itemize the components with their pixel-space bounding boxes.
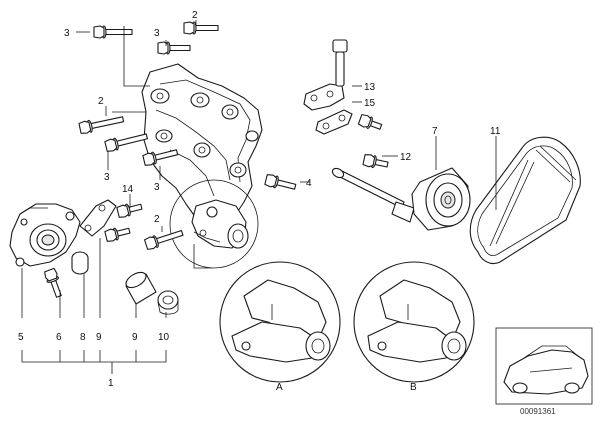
label-2-top: 2 xyxy=(192,10,198,21)
label-1: 1 xyxy=(108,378,114,389)
bolt-bushing xyxy=(104,227,131,242)
bolt-small xyxy=(116,203,143,218)
bolt-group xyxy=(44,21,389,298)
label-12: 12 xyxy=(400,152,412,163)
detail-b xyxy=(353,261,475,383)
bolt-small-right xyxy=(357,114,383,130)
label-4: 4 xyxy=(306,178,312,189)
pulley-bracket-small xyxy=(303,39,348,111)
label-5: 5 xyxy=(18,332,24,343)
document-number: 00091361 xyxy=(520,407,556,416)
bushing xyxy=(71,251,89,275)
part-labels: 3 2 3 2 3 3 14 2 4 13 15 12 7 11 5 6 8 9… xyxy=(18,10,556,416)
label-15: 15 xyxy=(364,98,376,109)
pulley-housing xyxy=(9,203,81,267)
bolt-right xyxy=(264,174,297,190)
bolt-top xyxy=(183,21,219,35)
label-2-lower: 2 xyxy=(154,214,160,225)
label-6: 6 xyxy=(56,332,62,343)
leader-lines xyxy=(21,20,497,374)
label-3-low: 3 xyxy=(154,182,160,193)
label-13: 13 xyxy=(364,82,376,93)
detail-callout-circle xyxy=(169,179,259,269)
bolt-housing xyxy=(44,267,62,298)
gasket-plate xyxy=(79,199,117,237)
label-7: 7 xyxy=(432,126,438,137)
long-bolt xyxy=(331,167,415,223)
vehicle-thumbnail xyxy=(495,327,593,405)
detail-label-b: B xyxy=(410,382,417,393)
label-11: 11 xyxy=(490,126,501,137)
label-9-b: 9 xyxy=(132,332,138,343)
bolt-upper xyxy=(157,41,191,55)
bolt-left-2 xyxy=(104,133,148,152)
rubber-bushing xyxy=(157,290,179,315)
label-3-topleft: 3 xyxy=(64,28,70,39)
bolt-12 xyxy=(362,154,389,169)
bolt-mid xyxy=(142,149,179,166)
sleeve xyxy=(125,271,157,305)
detail-a xyxy=(219,261,341,383)
label-9-a: 9 xyxy=(96,332,102,343)
label-8: 8 xyxy=(80,332,86,343)
drive-belt xyxy=(469,136,581,265)
bolt-top-left xyxy=(93,25,133,39)
main-bracket xyxy=(141,63,263,225)
tensioner-arm xyxy=(191,199,249,249)
bolt-left-1 xyxy=(78,116,125,134)
spacer-plate xyxy=(315,109,353,135)
label-3-top: 3 xyxy=(154,28,160,39)
idler-pulley xyxy=(411,167,471,231)
detail-label-a: A xyxy=(276,382,283,393)
bolt-lower xyxy=(144,229,184,250)
label-3-mid: 3 xyxy=(104,172,110,183)
label-14: 14 xyxy=(122,184,134,195)
label-10: 10 xyxy=(158,332,170,343)
label-2-left: 2 xyxy=(98,96,104,107)
